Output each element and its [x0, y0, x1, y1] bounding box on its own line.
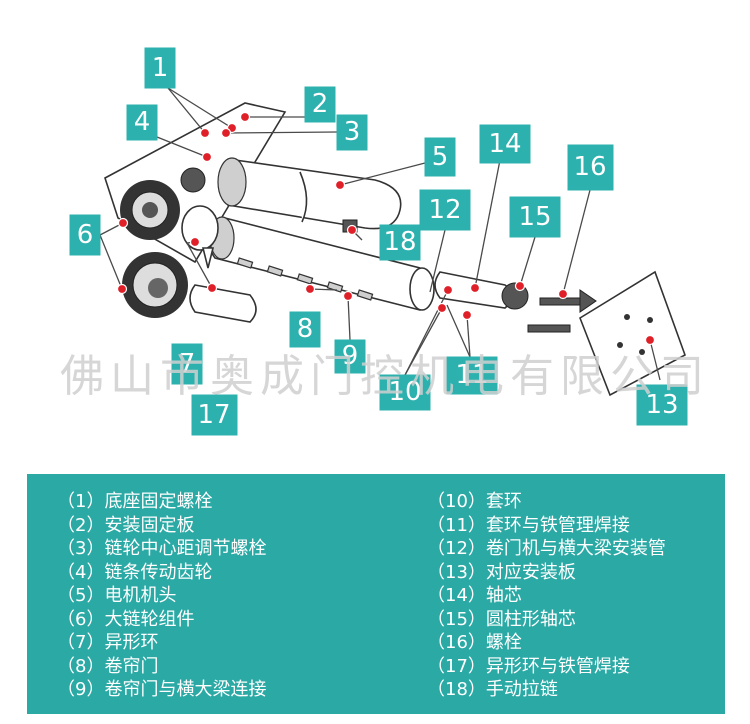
callout-1: 1 — [144, 47, 176, 89]
callout-10: 10 — [379, 374, 431, 411]
legend-item: （8）卷帘门 — [57, 655, 159, 677]
callout-7: 7 — [171, 343, 203, 385]
svg-text:4: 4 — [134, 107, 151, 137]
legend-item: （10）套环 — [427, 491, 522, 512]
odd-ring-tube — [189, 284, 257, 323]
svg-text:10: 10 — [388, 377, 421, 407]
legend-column-left: （1）底座固定螺栓 （2）安装固定板 （3）链轮中心距调节螺栓 （4）链条传动齿… — [57, 490, 266, 702]
tube-pins — [236, 257, 374, 301]
svg-text:14: 14 — [488, 129, 521, 159]
legend-item: （18）手动拉链 — [427, 679, 558, 700]
callout-13: 13 — [636, 384, 688, 426]
callout-16: 16 — [567, 144, 614, 191]
chain-gear — [180, 167, 206, 193]
svg-text:16: 16 — [573, 152, 606, 182]
exploded-diagram: 1 2 3 4 5 6 7 8 9 10 11 12 13 14 15 16 1… — [69, 47, 688, 436]
svg-text:3: 3 — [344, 117, 361, 147]
callout-2: 2 — [304, 86, 336, 123]
callout-3: 3 — [336, 114, 368, 151]
legend-item: （3）链轮中心距调节螺栓 — [57, 538, 267, 559]
svg-text:2: 2 — [312, 89, 329, 119]
callout-11: 11 — [446, 356, 498, 395]
svg-text:8: 8 — [297, 314, 314, 344]
bolts — [527, 289, 597, 333]
callout-6: 6 — [69, 214, 101, 256]
legend-item: （9）卷帘门与横大梁连接 — [57, 679, 267, 700]
legend-item: （11）套环与铁管理焊接 — [427, 514, 630, 536]
legend-item: （17）异形环与铁管焊接 — [427, 655, 630, 677]
legend-item: （16）螺栓 — [427, 632, 522, 653]
counter-plate — [579, 270, 686, 397]
watermark: 佛山市奥成门控机电有限公司 — [60, 351, 710, 402]
callout-15: 15 — [509, 196, 561, 238]
svg-text:11: 11 — [455, 360, 488, 390]
legend-item: （15）圆柱形轴芯 — [427, 608, 576, 630]
callout-17: 17 — [191, 394, 238, 436]
svg-text:13: 13 — [645, 390, 678, 420]
svg-text:17: 17 — [197, 400, 230, 430]
svg-text:15: 15 — [518, 202, 551, 232]
svg-text:1: 1 — [152, 53, 169, 83]
callout-14: 14 — [479, 124, 531, 164]
callout-12: 12 — [419, 189, 471, 231]
callout-18: 18 — [379, 224, 421, 261]
callout-8: 8 — [289, 311, 321, 348]
svg-text:7: 7 — [179, 349, 196, 379]
parts-legend: （1）底座固定螺栓 （2）安装固定板 （3）链轮中心距调节螺栓 （4）链条传动齿… — [27, 474, 725, 714]
markers — [116, 111, 656, 346]
legend-item: （14）轴芯 — [427, 585, 522, 606]
legend-item: （13）对应安装板 — [427, 561, 576, 583]
svg-text:12: 12 — [428, 195, 461, 225]
legend-item: （7）异形环 — [57, 632, 159, 653]
callout-9: 9 — [334, 339, 366, 374]
legend-item: （1）底座固定螺栓 — [57, 491, 213, 512]
legend-item: （4）链条传动齿轮 — [57, 561, 213, 583]
legend-column-right: （10）套环 （11）套环与铁管理焊接 （12）卷门机与横大梁安装管 （13）对… — [427, 490, 666, 702]
svg-text:9: 9 — [342, 341, 359, 371]
motor-head — [227, 159, 402, 230]
callout-4: 4 — [126, 104, 158, 141]
legend-item: （5）电机机头 — [57, 585, 177, 606]
legend-item: （6）大链轮组件 — [57, 608, 195, 630]
legend-item: （2）安装固定板 — [57, 514, 195, 536]
svg-text:6: 6 — [77, 220, 94, 250]
svg-text:5: 5 — [432, 142, 449, 172]
legend-item: （12）卷门机与横大梁安装管 — [427, 538, 666, 559]
svg-text:18: 18 — [383, 227, 416, 257]
callout-5: 5 — [424, 137, 456, 177]
